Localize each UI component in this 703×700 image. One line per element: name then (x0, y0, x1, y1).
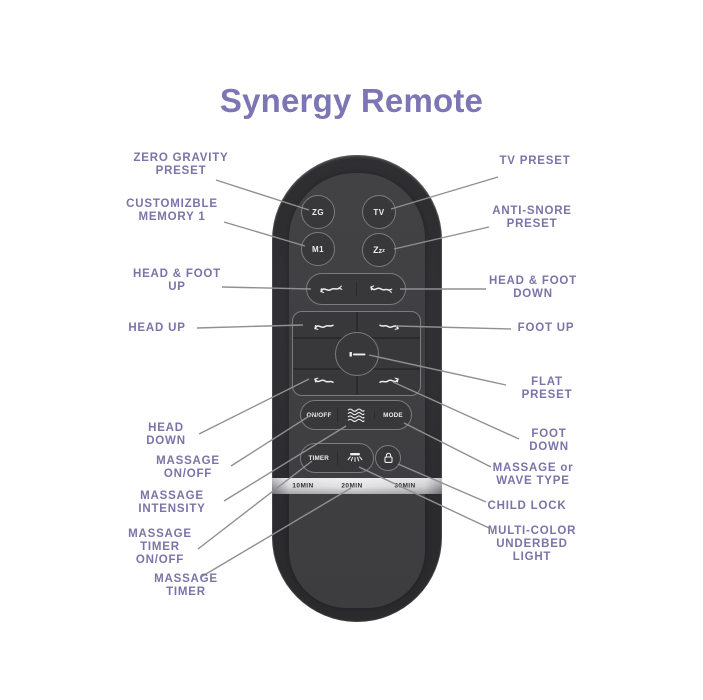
label-massage-wave-type: MASSAGE or WAVE TYPE (492, 462, 574, 487)
foot-down-icon (379, 377, 399, 383)
timer-strip: 10MIN 20MIN 30MIN (272, 478, 442, 494)
strip-30min: 30MIN (394, 482, 416, 490)
child-lock-icon (383, 452, 393, 463)
label-head-up: HEAD UP (128, 322, 186, 334)
massage-wave-icon (347, 408, 365, 422)
on-off-label: ON/OFF (306, 411, 332, 419)
label-zero-gravity-preset: ZERO GRAVITY PRESET (133, 152, 229, 177)
button-memory-1: M1 (301, 232, 335, 266)
connector-massage-wave-type (403, 422, 492, 468)
flat-bed-icon (349, 351, 365, 357)
dpad (292, 311, 421, 396)
connector-massage-intensity (223, 425, 347, 502)
label-anti-snore-preset: ANTI-SNORE PRESET (492, 205, 572, 230)
connector-foot-down (392, 381, 520, 440)
label-head-foot-down: HEAD & FOOT DOWN (488, 275, 578, 300)
strip-20min: 20MIN (341, 482, 363, 490)
button-head-foot-up (307, 282, 356, 296)
connector-foot-up (395, 325, 512, 330)
label-customizble-memory-1: CUSTOMIZBLE MEMORY 1 (126, 198, 218, 223)
button-massage-intensity (337, 408, 374, 422)
label-foot-down: FOOT DOWN (529, 428, 569, 453)
strip-10min: 10MIN (292, 482, 314, 490)
timer-label: TIMER (308, 454, 330, 462)
connector-massage-on-off (230, 412, 315, 467)
button-underbed-light (336, 451, 374, 465)
head-foot-pill (306, 273, 406, 305)
page-title: Synergy Remote (219, 82, 484, 119)
label-head-foot-up: HEAD & FOOT UP (132, 268, 222, 293)
button-massage-on-off: ON/OFF (301, 412, 337, 419)
label-foot-up: FOOT UP (517, 322, 575, 334)
head-down-icon (314, 377, 334, 383)
button-child-lock (375, 445, 401, 471)
label-head-down: HEAD DOWN (146, 422, 186, 447)
connector-head-down (198, 378, 310, 435)
button-zero-gravity: ZG (301, 195, 335, 229)
button-massage-timer-on-off: TIMER (301, 455, 337, 462)
button-zg-label: ZG (311, 207, 325, 217)
mode-label: MODE (383, 411, 403, 419)
button-flat-preset (335, 332, 379, 376)
connector-customizble-memory-1 (223, 221, 306, 247)
head-up-icon (314, 324, 334, 330)
bed-down-icon (370, 285, 393, 293)
label-massage-timer: MASSAGE TIMER (154, 573, 218, 598)
button-tv-label: TV (373, 207, 385, 217)
label-multi-color-underbed-light: MULTI-COLOR UNDERBED LIGHT (487, 525, 577, 563)
label-massage-timer-on-off: MASSAGE TIMER ON/OFF (128, 528, 192, 566)
bed-up-icon (320, 285, 343, 294)
connector-zero-gravity-preset (215, 179, 310, 211)
label-tv-preset: TV PRESET (499, 155, 571, 167)
massage-mode-pill: ON/OFF MODE (300, 400, 412, 430)
connector-flat-preset (368, 354, 507, 386)
connector-tv-preset (390, 176, 499, 210)
connector-massage-timer-on-off (197, 460, 313, 550)
label-flat-preset: FLAT PRESET (521, 376, 573, 401)
label-massage-on-off: MASSAGE ON/OFF (156, 455, 220, 480)
label-massage-intensity: MASSAGE INTENSITY (138, 490, 206, 515)
connector-massage-timer (200, 487, 352, 578)
connector-head-up (196, 324, 304, 329)
connector-head-foot-up (221, 286, 312, 290)
connector-anti-snore-preset (393, 226, 490, 250)
button-tv-preset: TV (362, 195, 396, 229)
underbed-light-icon (347, 452, 363, 462)
button-mode: MODE (374, 411, 411, 419)
button-head-foot-down (355, 282, 406, 296)
connector-child-lock (397, 463, 487, 503)
label-child-lock: CHILD LOCK (487, 500, 567, 512)
button-m1-label: M1 (311, 244, 325, 254)
connector-multi-color-underbed-light (358, 466, 490, 529)
